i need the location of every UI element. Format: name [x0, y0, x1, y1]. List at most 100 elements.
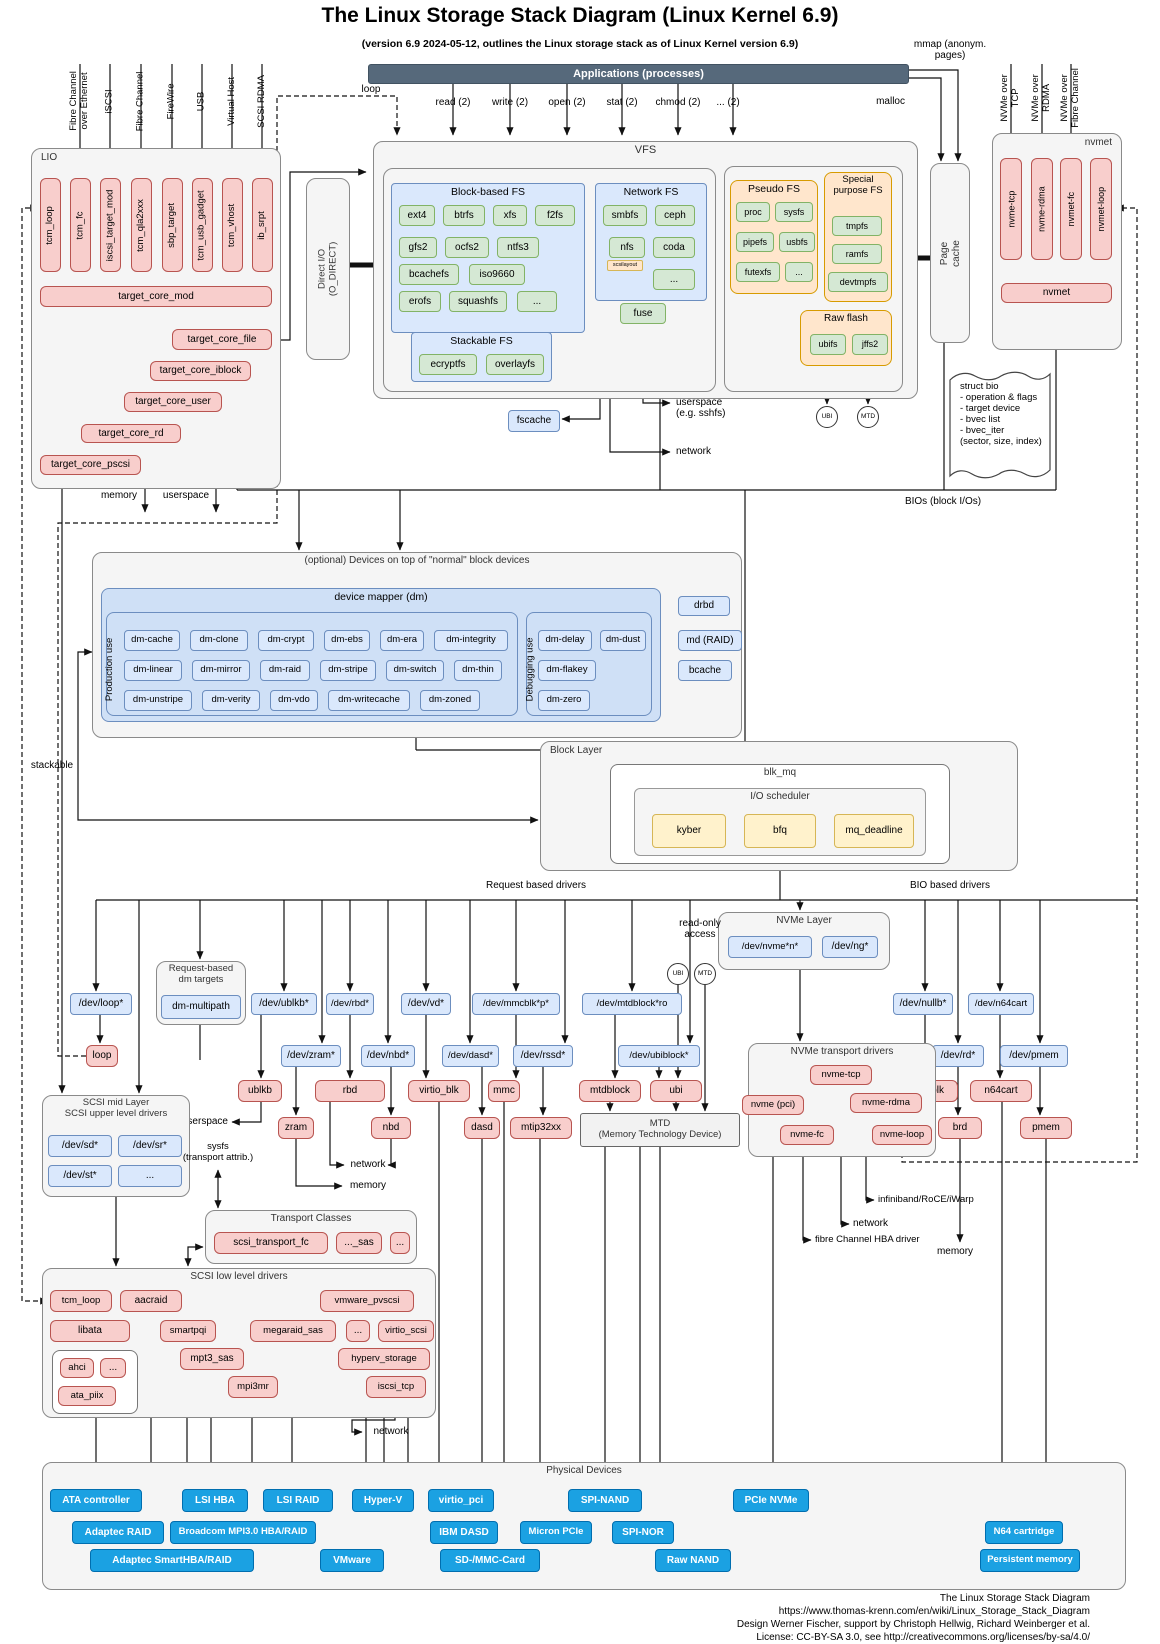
target-core-mod: target_core_mod	[40, 286, 272, 307]
dm-writecache: dm-writecache	[328, 690, 410, 711]
dev-vd: /dev/vd*	[401, 993, 451, 1015]
overlayfs: overlayfs	[486, 354, 544, 375]
footer-line-2: https://www.thomas-krenn.com/en/wiki/Lin…	[778, 1606, 1090, 1617]
network-label-4-label: network	[373, 1426, 409, 1438]
libata-label: libata	[78, 1325, 102, 1337]
dev-rbd-label: /dev/rbd*	[330, 997, 370, 1009]
dev-nullb: /dev/nullb*	[893, 993, 953, 1015]
overlayfs-label: overlayfs	[494, 358, 535, 370]
userspace-label-2-label: userspace	[181, 1116, 228, 1128]
stackable-label: stackable	[28, 760, 76, 772]
mpt3-sas: mpt3_sas	[180, 1348, 244, 1370]
proc-label: proc	[744, 206, 762, 217]
n64cart-label: n64cart	[984, 1085, 1018, 1097]
dev-n64cart-label: /dev/n64cart	[974, 997, 1028, 1009]
physical-devices-label: Physical Devices	[546, 1465, 622, 1476]
scsi-transport-fc: scsi_transport_fc	[214, 1232, 328, 1254]
fscache-label: fscache	[516, 415, 552, 427]
dev-nvme: /dev/nvme*n*	[728, 936, 812, 958]
mmap-label-label: mmap (anonym.pages)	[913, 38, 987, 62]
ramfs: ramfs	[832, 244, 882, 264]
target-core-pscsi: target_core_pscsi	[40, 455, 141, 475]
dm-vdo: dm-vdo	[270, 690, 318, 711]
bio-drivers-label: BIO based drivers	[890, 880, 1010, 892]
aacraid: aacraid	[120, 1290, 182, 1312]
adaptec-smart-label: Adaptec SmartHBA/RAID	[112, 1554, 232, 1566]
infiniband-label-label: infiniband/RoCE/iWarp	[878, 1193, 974, 1205]
pseudo-more-label: ...	[795, 266, 803, 277]
dev-ubiblock-label: /dev/ubiblock*	[629, 1049, 689, 1061]
dm-zoned-label: dm-zoned	[428, 694, 472, 706]
btrfs: btrfs	[443, 205, 485, 226]
dm-mirror: dm-mirror	[192, 660, 250, 681]
dev-dasd-label: /dev/dasd*	[448, 1049, 493, 1061]
mq-deadline-label: mq_deadline	[845, 825, 903, 837]
pmem-label: pmem	[1032, 1122, 1060, 1134]
target-core-pscsi-label: target_core_pscsi	[51, 459, 130, 471]
nvme-fc: nvme-fc	[780, 1125, 834, 1145]
mtdblock-label: mtdblock	[589, 1085, 630, 1097]
dasd-label: dasd	[471, 1122, 493, 1134]
ata-more: ...	[100, 1358, 126, 1378]
dm-linear-label: dm-linear	[133, 664, 173, 676]
struct-bio-note: struct bio- operation & flags- target de…	[960, 381, 1052, 474]
vfs-container-label: VFS	[634, 144, 657, 156]
adaptec-raid-label: Adaptec RAID	[84, 1526, 152, 1538]
ceph: ceph	[655, 205, 695, 226]
network-label-1: network	[676, 446, 736, 458]
ext4: ext4	[399, 205, 435, 226]
nvmet-loop-v-label: nvmet-loop	[1095, 186, 1106, 232]
raw-nand: Raw NAND	[655, 1549, 731, 1572]
dm-thin: dm-thin	[454, 660, 502, 681]
userspace-label-2: userspace	[176, 1116, 228, 1128]
nvme-rdma: nvme-rdma	[850, 1093, 922, 1113]
mmc-label: mmc	[493, 1085, 515, 1097]
mpi3mr: mpi3mr	[228, 1376, 278, 1398]
transport-more-label: ...	[395, 1237, 405, 1249]
bios-label: BIOs (block I/Os)	[893, 496, 993, 508]
loop-driver: loop	[86, 1045, 118, 1067]
ibm-dasd: IBM DASD	[430, 1521, 498, 1544]
lowlevel-more: ...	[346, 1320, 370, 1342]
futexfs-label: futexfs	[744, 266, 772, 277]
loop-label: loop	[352, 84, 390, 96]
squashfs: squashfs	[449, 291, 507, 312]
nvmet-fc-v: nvmet-fc	[1060, 158, 1082, 260]
dev-more: ...	[118, 1165, 182, 1187]
nvmet-container-label: nvmet	[1084, 137, 1112, 148]
tmpfs-label: tmpfs	[845, 220, 868, 231]
dev-loop-label: /dev/loop*	[78, 998, 124, 1010]
mtd-circle-2: MTD	[694, 963, 716, 985]
dev-sd: /dev/sd*	[48, 1135, 112, 1157]
dm-flakey: dm-flakey	[538, 660, 596, 681]
dm-unstripe: dm-unstripe	[124, 690, 192, 711]
syscall-etc: ... (2)	[708, 97, 748, 109]
dm-ebs-label: dm-ebs	[331, 634, 363, 646]
spi-nor: SPI-NOR	[612, 1521, 674, 1544]
pcie-nvme: PCIe NVMe	[733, 1489, 809, 1512]
nvme-tcp-v: nvme-tcp	[1000, 158, 1022, 260]
hyperv-storage: hyperv_storage	[338, 1348, 430, 1370]
jffs2: jffs2	[852, 334, 888, 355]
dm-outer-label: (optional) Devices on top of "normal" bl…	[304, 555, 530, 566]
label-scsirdma-label: SCSI RDMA	[255, 74, 267, 128]
network-label-3: network	[853, 1218, 903, 1230]
stackable-label-label: stackable	[30, 760, 74, 772]
dev-vd-label: /dev/vd*	[407, 998, 445, 1010]
nvmet-bar: nvmet	[1001, 283, 1112, 303]
pmem: pmem	[1020, 1117, 1072, 1139]
syscall-write: write (2)	[485, 97, 535, 109]
adaptec-raid: Adaptec RAID	[72, 1521, 164, 1544]
broadcom: Broadcom MPI3.0 HBA/RAID	[170, 1521, 316, 1544]
malloc-label: malloc	[860, 96, 905, 108]
syscall-etc-label: ... (2)	[716, 97, 740, 109]
pipefs-label: pipefs	[742, 236, 768, 247]
dev-ubiblock: /dev/ubiblock*	[618, 1045, 700, 1067]
nbd: nbd	[371, 1117, 411, 1139]
nvme-rdma-label: nvme-rdma	[861, 1096, 911, 1108]
target-core-file-label: target_core_file	[187, 333, 257, 345]
tcm-fc-v: tcm_fc	[70, 178, 91, 272]
